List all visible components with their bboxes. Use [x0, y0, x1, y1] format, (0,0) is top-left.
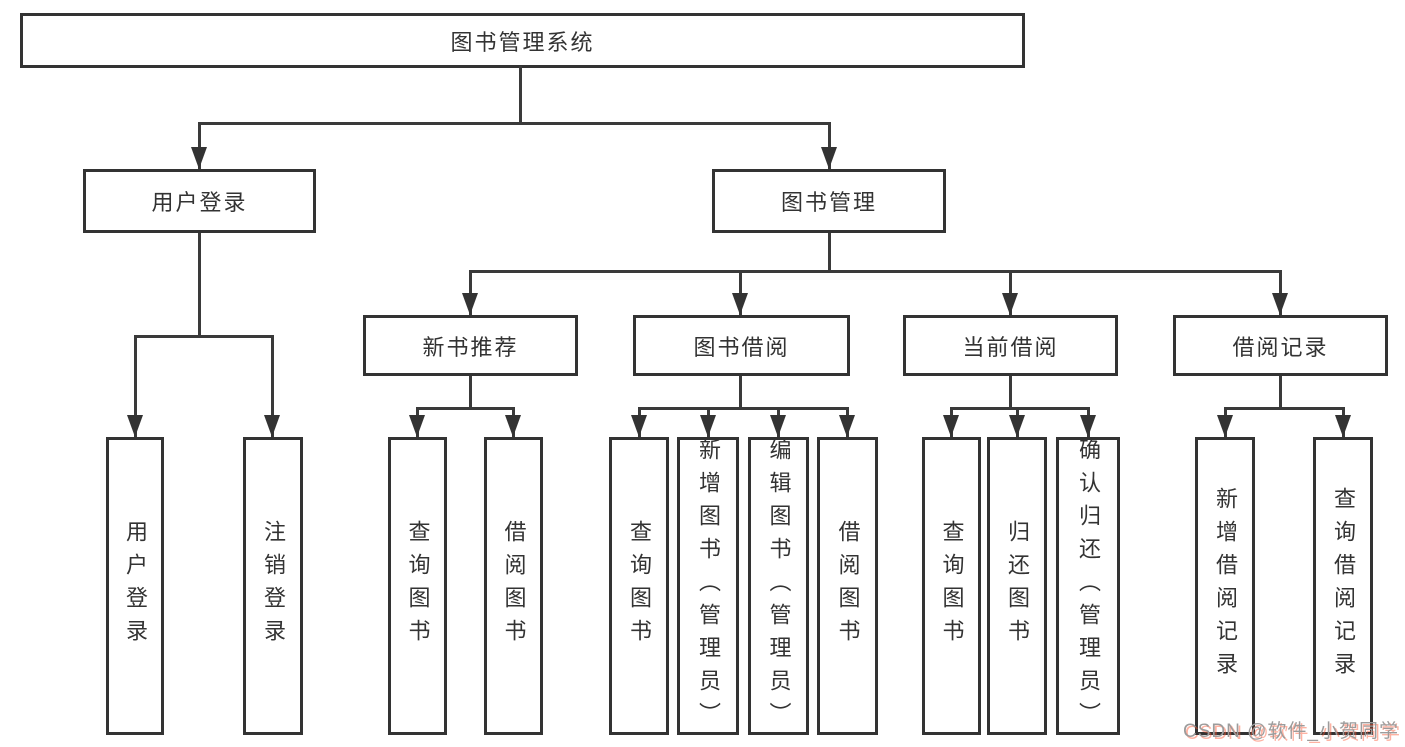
- connector-line: [739, 270, 742, 315]
- connector-line: [638, 407, 849, 410]
- leaf-logout: 注销登录: [243, 437, 303, 735]
- node-borrow-records: 借阅记录: [1173, 315, 1388, 376]
- leaf-query-books-borrow: 查询图书: [609, 437, 669, 735]
- node-book-management: 图书管理: [712, 169, 946, 233]
- leaf-label: 借阅图书: [835, 520, 861, 652]
- arrowhead-icon: [839, 415, 855, 437]
- arrowhead-icon: [264, 415, 280, 437]
- leaf-add-borrow-record: 新增借阅记录: [1195, 437, 1255, 735]
- leaf-confirm-return-admin: 确认归还（管理员）: [1056, 437, 1120, 735]
- connector-line: [1279, 270, 1282, 315]
- connector-line: [469, 270, 472, 315]
- connector-line: [950, 407, 1089, 410]
- arrowhead-icon: [770, 415, 786, 437]
- leaf-label: 查询图书: [405, 520, 431, 652]
- leaf-add-book-admin: 新增图书（管理员）: [677, 437, 739, 735]
- connector-line: [134, 335, 274, 338]
- arrowhead-icon: [409, 415, 425, 437]
- connector-line: [828, 233, 831, 272]
- arrowhead-icon: [943, 415, 959, 437]
- connector-line: [469, 376, 472, 407]
- arrowhead-icon: [1272, 293, 1288, 315]
- leaf-query-books-recommend: 查询图书: [388, 437, 447, 735]
- leaf-user-login: 用户登录: [106, 437, 164, 735]
- connector-line: [1224, 407, 1344, 410]
- leaf-edit-book-admin: 编辑图书（管理员）: [748, 437, 809, 735]
- leaf-label: 归还图书: [1005, 520, 1030, 652]
- arrowhead-icon: [462, 293, 478, 315]
- arrowhead-icon: [127, 415, 143, 437]
- arrowhead-icon: [505, 415, 521, 437]
- arrowhead-icon: [1335, 415, 1351, 437]
- leaf-borrow-books: 借阅图书: [817, 437, 878, 735]
- node-current-borrow: 当前借阅: [903, 315, 1118, 376]
- connector-line: [134, 335, 137, 437]
- leaf-label: 借阅图书: [501, 520, 527, 652]
- leaf-return-book: 归还图书: [987, 437, 1047, 735]
- arrowhead-icon: [732, 293, 748, 315]
- leaf-label: 新增借阅记录: [1213, 487, 1238, 685]
- arrowhead-icon: [191, 147, 207, 169]
- leaf-query-books-current: 查询图书: [922, 437, 981, 735]
- csdn-watermark: CSDN @软件_小贺同学: [1183, 721, 1399, 742]
- node-new-book-recommend: 新书推荐: [363, 315, 578, 376]
- connector-line: [416, 407, 515, 410]
- arrowhead-icon: [1002, 293, 1018, 315]
- leaf-borrow-books-recommend: 借阅图书: [484, 437, 543, 735]
- arrowhead-icon: [1217, 415, 1233, 437]
- leaf-label: 新增图书（管理员）: [696, 437, 721, 735]
- arrowhead-icon: [1009, 415, 1025, 437]
- arrowhead-icon: [700, 415, 716, 437]
- connector-line: [519, 66, 522, 122]
- leaf-label: 查询借阅记录: [1331, 487, 1356, 685]
- connector-line: [198, 122, 831, 125]
- connector-line: [271, 335, 274, 437]
- arrowhead-icon: [821, 147, 837, 169]
- connector-line: [1009, 270, 1012, 315]
- leaf-label: 查询图书: [939, 520, 965, 652]
- connector-line: [198, 233, 201, 335]
- leaf-label: 编辑图书（管理员）: [766, 437, 792, 735]
- connector-line: [1009, 376, 1012, 407]
- arrowhead-icon: [1080, 415, 1096, 437]
- connector-line: [828, 122, 831, 169]
- node-root: 图书管理系统: [20, 13, 1025, 68]
- leaf-label: 查询图书: [627, 520, 652, 652]
- node-user-login: 用户登录: [83, 169, 316, 233]
- arrowhead-icon: [631, 415, 647, 437]
- connector-line: [1279, 376, 1282, 407]
- connector-line: [198, 122, 201, 169]
- leaf-label: 注销登录: [261, 520, 286, 652]
- leaf-label: 用户登录: [123, 520, 148, 652]
- connector-line: [739, 376, 742, 407]
- leaf-query-borrow-record: 查询借阅记录: [1313, 437, 1373, 735]
- connector-line: [469, 270, 1282, 273]
- node-book-borrow: 图书借阅: [633, 315, 850, 376]
- leaf-label: 确认归还（管理员）: [1076, 437, 1101, 735]
